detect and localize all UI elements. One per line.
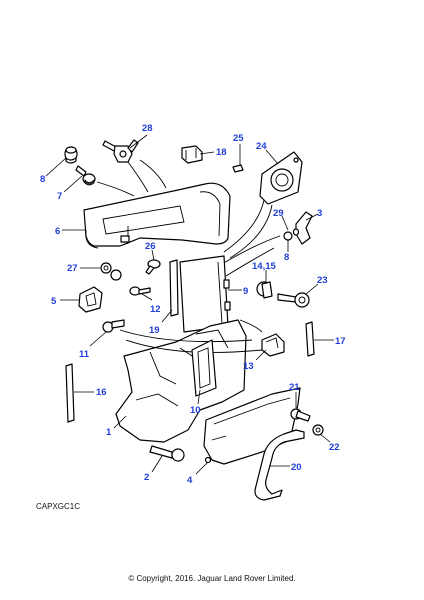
callout-11: 11	[79, 349, 90, 360]
part-13-clip	[261, 333, 285, 357]
leader-18	[199, 151, 215, 155]
callout-20: 20	[291, 462, 302, 473]
callout-12: 12	[150, 304, 161, 315]
part-5-clip-plate	[78, 286, 103, 313]
callout-25: 25	[233, 133, 244, 144]
part-3-bracket	[295, 211, 313, 245]
leader-26	[151, 249, 155, 261]
part-6-upper-trim-panel	[83, 182, 231, 249]
part-29-washer	[283, 228, 300, 241]
copyright-notice: © Copyright, 2016. Jaguar Land Rover Lim…	[128, 574, 296, 583]
leader-1	[113, 415, 127, 429]
guide-line	[221, 235, 281, 265]
part-9-panel	[179, 255, 231, 333]
leader-22	[319, 433, 331, 443]
guide-line	[225, 247, 275, 277]
callout-9: 9	[243, 286, 248, 297]
leader-19	[161, 309, 173, 323]
callout-29: 29	[273, 208, 284, 219]
callout-19: 19	[149, 325, 160, 336]
callout-21: 21	[289, 382, 300, 393]
callout-23: 23	[317, 275, 328, 286]
callout-4: 4	[187, 475, 193, 486]
callout-8b: 8	[284, 252, 289, 263]
part-7-screw	[75, 165, 96, 186]
callout-5: 5	[51, 296, 57, 307]
callout-1: 1	[106, 427, 112, 438]
part-22-washer	[312, 424, 324, 436]
part-18-clip	[181, 145, 203, 164]
callout-10: 10	[190, 405, 201, 416]
leader-2	[151, 455, 163, 473]
part-17-strip	[305, 321, 315, 357]
leader-7	[63, 175, 83, 193]
part-2-screw	[149, 445, 185, 462]
callout-14-15: 14,15	[252, 261, 276, 272]
leader-10	[197, 389, 201, 405]
part-14-15-clip	[256, 281, 273, 299]
guide-line	[127, 161, 149, 193]
guide-line	[239, 319, 263, 333]
callout-8a: 8	[40, 174, 45, 185]
leader-23	[305, 283, 319, 295]
part-12-screw	[129, 286, 151, 296]
part-19-strip	[169, 259, 179, 317]
callout-17: 17	[335, 336, 346, 347]
leader-11	[89, 331, 107, 347]
part-28-clip	[102, 139, 139, 163]
callout-2: 2	[144, 472, 149, 483]
part-10-insert	[191, 339, 217, 397]
leader-8a	[45, 157, 67, 177]
guide-line	[119, 329, 253, 343]
callout-7: 7	[57, 191, 62, 202]
part-27-washer	[100, 262, 122, 281]
part-26-screw	[145, 259, 161, 275]
part-11-screw	[102, 319, 125, 333]
leader-4	[195, 461, 209, 475]
guide-line	[229, 204, 273, 259]
callout-26: 26	[145, 241, 156, 252]
part-20-strap	[254, 429, 305, 501]
part-21-bolt	[290, 408, 311, 422]
part-16-strip	[65, 363, 75, 423]
callout-24: 24	[256, 141, 267, 152]
leader-29	[281, 215, 289, 231]
part-8-cap	[64, 146, 78, 164]
callout-13: 13	[243, 361, 254, 372]
guide-line	[223, 199, 265, 253]
callout-3: 3	[317, 208, 322, 219]
leader-24	[265, 149, 279, 165]
guide-line	[125, 339, 263, 353]
part-24-bracket	[259, 151, 303, 205]
leader-3	[305, 213, 319, 221]
callout-18: 18	[216, 147, 227, 158]
part-25-clip	[232, 164, 244, 173]
callout-6: 6	[55, 226, 60, 237]
callout-27: 27	[67, 263, 78, 274]
callout-28: 28	[142, 123, 153, 134]
callout-16: 16	[96, 387, 107, 398]
leader-28	[129, 134, 148, 149]
leader-12	[141, 293, 153, 301]
diagram-code: CAPXGC1C	[36, 502, 81, 511]
guide-line	[139, 159, 167, 189]
leader-13	[255, 349, 267, 361]
callout-22: 22	[329, 442, 340, 453]
part-23-bolt	[277, 292, 310, 308]
guide-line	[96, 181, 135, 197]
